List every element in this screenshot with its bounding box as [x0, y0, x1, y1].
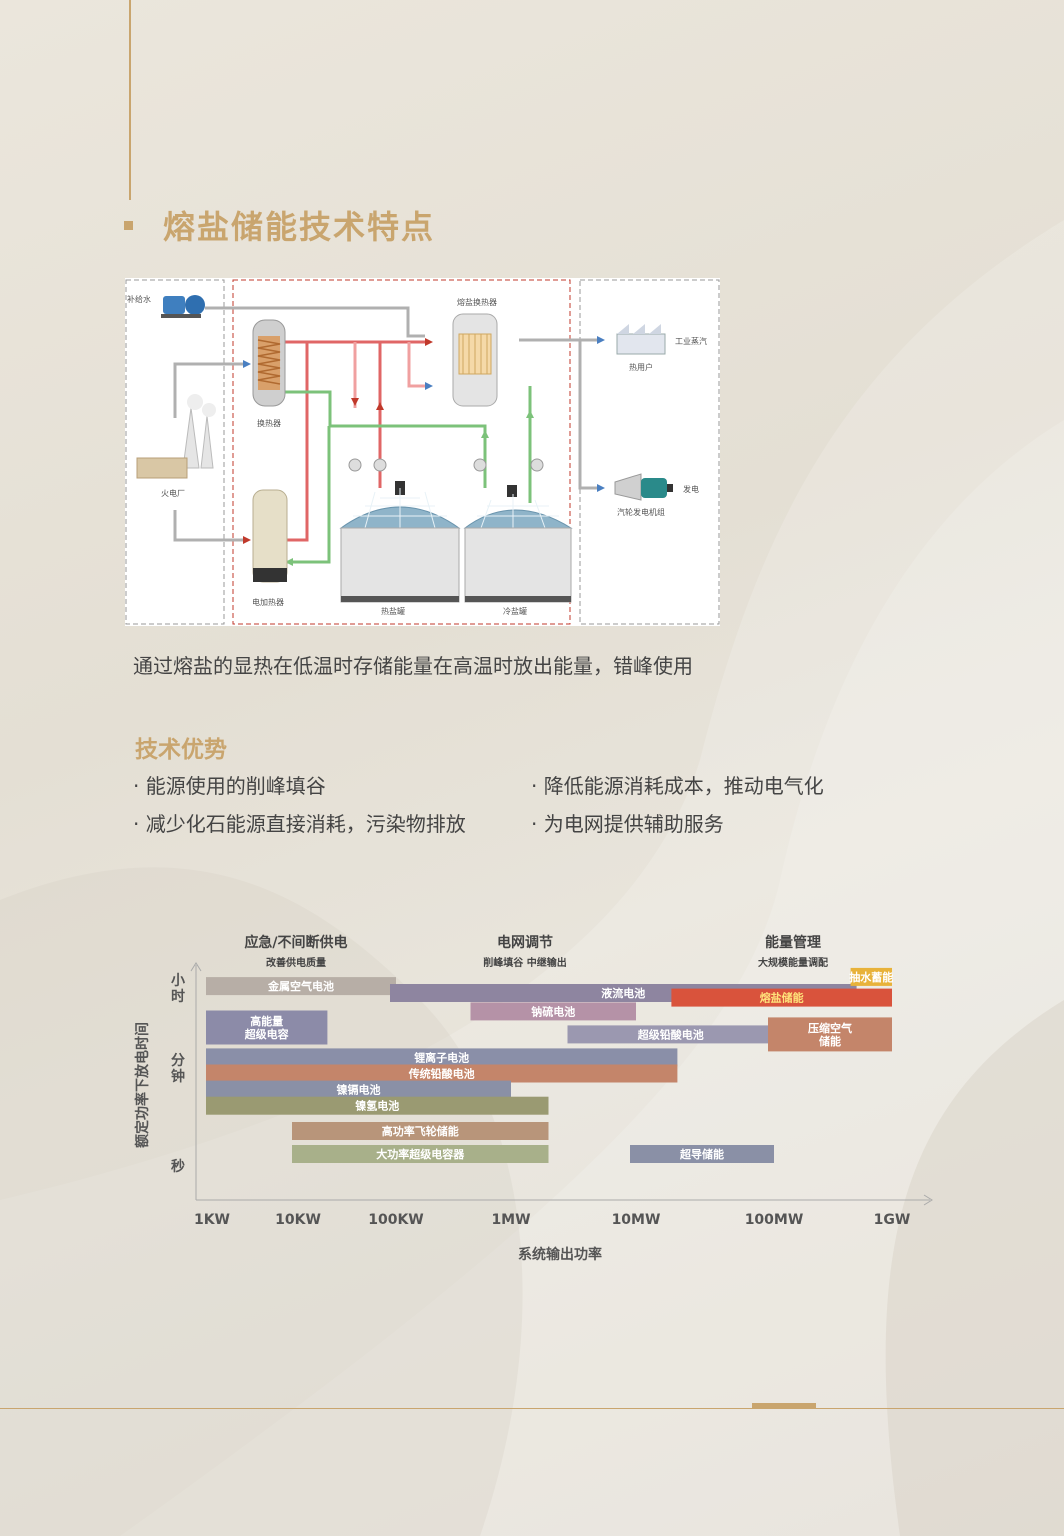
- label-industrial-user: 热用户: [629, 362, 653, 372]
- x-tick-label: 100KW: [368, 1212, 424, 1228]
- advantage-item: · 为电网提供辅助服务: [531, 812, 724, 836]
- category-title: 应急/不间断供电: [244, 934, 347, 951]
- turbine-icon: [614, 473, 673, 501]
- advantage-item: · 减少化石能源直接消耗，污染物排放: [133, 812, 466, 836]
- section-title: 熔盐储能技术特点: [124, 202, 435, 248]
- chart-bar: [206, 1096, 549, 1115]
- chart-bar-label: 镍氢电池: [355, 1099, 399, 1113]
- x-tick-label: 10MW: [612, 1212, 661, 1228]
- heat-exchanger-icon: [252, 319, 286, 407]
- chart-bar-label: 大功率超级电容器: [376, 1147, 465, 1161]
- chart-bar: [206, 1080, 511, 1099]
- chart-bar: [206, 1048, 678, 1067]
- chart-bar-label: 储能: [819, 1034, 841, 1048]
- chart-bar-label: 液流电池: [601, 986, 645, 1000]
- label-superheater: 换热器: [257, 418, 281, 428]
- category-subtitle: 削峰填谷 中继输出: [483, 956, 566, 969]
- cold-tank-icon: [463, 485, 573, 603]
- y-tick-label: 钟: [171, 1068, 185, 1085]
- chart-bar-label: 钠硫电池: [531, 1004, 575, 1018]
- label-hot-tank: 热盐罐: [381, 606, 405, 616]
- footer-tab: [752, 1403, 816, 1409]
- chart-bar-label: 超级电容: [244, 1027, 289, 1041]
- x-axis-arrow-icon: [923, 1194, 933, 1206]
- advantages-title: 技术优势: [135, 737, 227, 763]
- category-subtitle: 大规模能量调配: [758, 956, 828, 969]
- chart-bar-label: 锂离子电池: [414, 1050, 469, 1064]
- arrow-icons: [243, 336, 605, 566]
- y-tick-label: 分: [171, 1053, 185, 1069]
- region-storage: [232, 279, 571, 625]
- factory-icon: [616, 324, 666, 355]
- chart-bar: [292, 1122, 549, 1140]
- pump-icon: [161, 295, 205, 318]
- power-plant-icon: [136, 394, 216, 479]
- y-tick-label: 小: [171, 973, 185, 989]
- chart-bar: [292, 1145, 549, 1163]
- x-tick-label: 10KW: [275, 1212, 321, 1228]
- chart-bar: [630, 1145, 774, 1163]
- valve-icons: [348, 458, 544, 472]
- chart-bar: [768, 1017, 892, 1052]
- y-axis-title: 额定功率下放电时间: [134, 1022, 151, 1148]
- category-title: 电网调节: [497, 934, 553, 951]
- salt-exchanger-icon: [452, 313, 498, 407]
- chart-bar-label: 超级铅酸电池: [637, 1027, 704, 1041]
- x-tick-label: 1MW: [491, 1212, 530, 1228]
- label-water-in: 补给水: [127, 294, 151, 304]
- chart-bar-label: 镍镉电池: [337, 1083, 381, 1097]
- y-axis-arrow-icon: [190, 962, 202, 972]
- chart-bar: [567, 1025, 774, 1044]
- footer-line: [0, 1408, 1064, 1409]
- chart-bar: [671, 988, 892, 1007]
- decor-vertical-line: [129, 0, 131, 200]
- chart-bar-label: 抽水蓄能: [849, 970, 893, 984]
- process-diagram: 补给水 火电厂 换热器 电加热器: [125, 278, 720, 626]
- y-tick-label: 时: [171, 988, 185, 1005]
- chart-bar-label: 高能量: [250, 1014, 283, 1028]
- category-subtitle: 改善供电质量: [266, 956, 326, 969]
- x-axis-title: 系统输出功率: [518, 1246, 602, 1263]
- advantage-item: · 能源使用的削峰填谷: [133, 774, 326, 798]
- chart-bar-label: 超导储能: [679, 1147, 724, 1161]
- label-power-plant: 火电厂: [161, 488, 185, 498]
- region-source: [125, 279, 225, 625]
- category-title: 能量管理: [765, 934, 821, 951]
- x-tick-label: 100MW: [745, 1212, 804, 1228]
- y-tick-label: 秒: [171, 1158, 185, 1175]
- hot-tank-icon: [339, 481, 461, 603]
- label-cold-tank: 冷盐罐: [503, 606, 527, 616]
- x-tick-label: 1KW: [194, 1212, 230, 1228]
- label-industrial-steam: 工业蒸汽: [675, 336, 707, 346]
- chart-bar-label: 压缩空气: [808, 1021, 852, 1035]
- x-tick-label: 1GW: [874, 1212, 911, 1228]
- advantage-item: · 降低能源消耗成本，推动电气化: [531, 774, 824, 798]
- chart-bar-label: 熔盐储能: [760, 991, 804, 1005]
- section-title-text: 熔盐储能技术特点: [163, 208, 436, 246]
- chart-bar-label: 高功率飞轮储能: [382, 1124, 459, 1138]
- chart-bar: [850, 967, 892, 986]
- chart-bar: [206, 977, 396, 996]
- title-bullet-icon: [124, 220, 133, 230]
- chart-bar-label: 金属空气电池: [267, 979, 334, 993]
- electric-heater-icon: [252, 489, 288, 583]
- label-power-out: 发电: [683, 484, 699, 494]
- region-user: [579, 279, 720, 625]
- chart-bar: [470, 1002, 636, 1021]
- label-heat-exchanger: 熔盐换热器: [457, 297, 497, 307]
- chart-bar: [206, 1010, 328, 1045]
- label-electric-heater: 电加热器: [252, 597, 284, 607]
- label-turbine: 汽轮发电机组: [617, 507, 665, 517]
- chart-bar: [206, 1064, 678, 1083]
- diagram-caption: 通过熔盐的显热在低温时存储能量在高温时放出能量，错峰使用: [133, 654, 693, 678]
- chart-bar-label: 传统铅酸电池: [408, 1067, 475, 1081]
